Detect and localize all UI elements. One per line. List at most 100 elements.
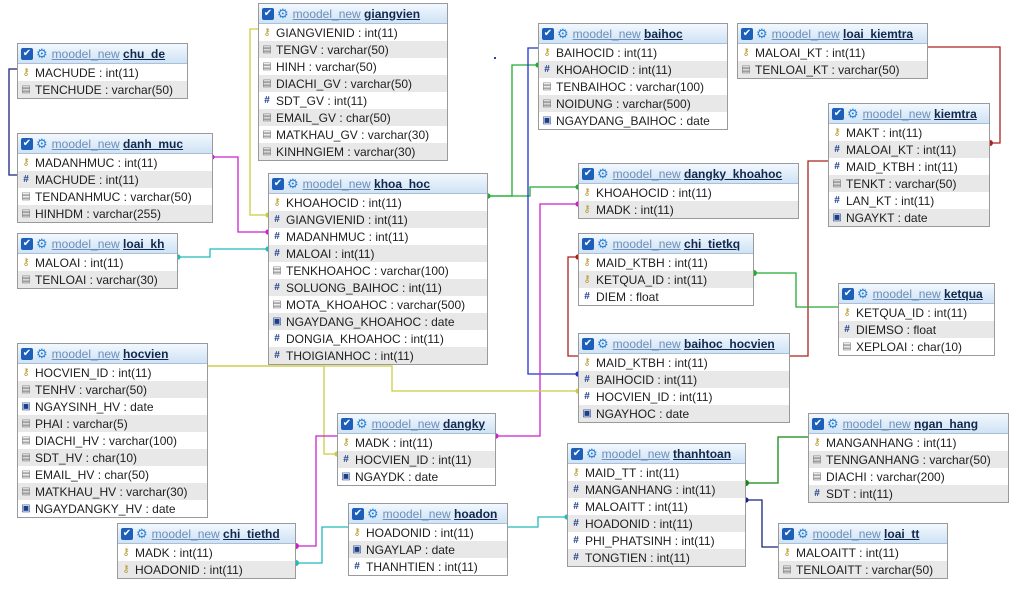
table-name[interactable]: hocvien: [123, 346, 169, 361]
gear-icon[interactable]: ⚙: [597, 235, 609, 251]
column-row[interactable]: ⚷MALOAI_KT : int(11): [738, 44, 927, 61]
select-checkbox-icon[interactable]: ✔: [842, 287, 854, 300]
gear-icon[interactable]: ⚙: [797, 525, 809, 541]
table-name[interactable]: chu_de: [123, 46, 166, 61]
table-thanhtoan[interactable]: ✔⚙moodel_new thanhtoan⚷MAID_TT : int(11)…: [567, 443, 746, 567]
column-row[interactable]: ▣NGAYDK : date: [338, 468, 495, 485]
select-checkbox-icon[interactable]: ✔: [812, 417, 824, 430]
column-row[interactable]: ▤TENCHUDE : varchar(50): [18, 81, 187, 98]
table-kiemtra[interactable]: ✔⚙moodel_new kiemtra⚷MAKT : int(11)#MALO…: [828, 103, 990, 227]
table-dangky[interactable]: ✔⚙moodel_new dangky⚷MADK : int(11)#HOCVI…: [337, 413, 496, 486]
gear-icon[interactable]: ⚙: [277, 5, 289, 21]
column-row[interactable]: ⚷HOADONID : int(11): [349, 524, 507, 541]
column-row[interactable]: ▤TENLOAI_KT : varchar(50): [738, 61, 927, 78]
table-chi-tietkq[interactable]: ✔⚙moodel_new chi_tietkq⚷MAID_KTBH : int(…: [578, 233, 754, 306]
table-name[interactable]: hoadon: [454, 506, 498, 521]
select-checkbox-icon[interactable]: ✔: [832, 107, 844, 120]
table-header[interactable]: ✔⚙moodel_new chu_de: [18, 44, 187, 64]
select-checkbox-icon[interactable]: ✔: [341, 417, 353, 430]
column-row[interactable]: ⚷KHOAHOCID : int(11): [579, 184, 798, 201]
table-ketqua[interactable]: ✔⚙moodel_new ketqua⚷KETQUA_ID : int(11)#…: [838, 283, 995, 356]
table-loai-kiemtra[interactable]: ✔⚙moodel_new loai_kiemtra⚷MALOAI_KT : in…: [737, 23, 928, 79]
column-row[interactable]: ⚷MAID_TT : int(11): [568, 464, 745, 481]
table-header[interactable]: ✔⚙moodel_new hocvien: [18, 344, 207, 364]
select-checkbox-icon[interactable]: ✔: [542, 27, 554, 40]
column-row[interactable]: #HOCVIEN_ID : int(11): [338, 451, 495, 468]
select-checkbox-icon[interactable]: ✔: [582, 237, 594, 250]
column-row[interactable]: ⚷KETQUA_ID : int(11): [579, 271, 753, 288]
gear-icon[interactable]: ⚙: [756, 25, 768, 41]
column-row[interactable]: ▤TENDANHMUC : varchar(50): [18, 188, 212, 205]
gear-icon[interactable]: ⚙: [586, 445, 598, 461]
column-row[interactable]: ⚷MAID_KTBH : int(11): [579, 254, 753, 271]
table-name[interactable]: giangvien: [364, 6, 421, 21]
table-name[interactable]: chi_tietkq: [684, 236, 741, 251]
table-header[interactable]: ✔⚙moodel_new chi_tietkq: [579, 234, 753, 254]
table-name[interactable]: loai_kiemtra: [843, 26, 914, 41]
column-row[interactable]: ⚷KHOAHOCID : int(11): [269, 194, 487, 211]
table-name[interactable]: khoa_hoc: [374, 176, 431, 191]
column-row[interactable]: ▤NOIDUNG : varchar(500): [539, 95, 727, 112]
table-dangky-khoahoc[interactable]: ✔⚙moodel_new dangky_khoahoc⚷KHOAHOCID : …: [578, 163, 799, 219]
table-name[interactable]: thanhtoan: [673, 446, 732, 461]
gear-icon[interactable]: ⚙: [597, 335, 609, 351]
table-baihoc-hocvien[interactable]: ✔⚙moodel_new baihoc_hocvien⚷MAID_KTBH : …: [578, 333, 790, 423]
gear-icon[interactable]: ⚙: [557, 25, 569, 41]
column-row[interactable]: ▤SDT_HV : char(10): [18, 449, 207, 466]
select-checkbox-icon[interactable]: ✔: [262, 7, 274, 20]
column-row[interactable]: ⚷MADK : int(11): [338, 434, 495, 451]
table-header[interactable]: ✔⚙moodel_new baihoc_hocvien: [579, 334, 789, 354]
table-header[interactable]: ✔⚙moodel_new baihoc: [539, 24, 727, 44]
column-row[interactable]: ▣NGAYDANG_BAIHOC : date: [539, 112, 727, 129]
column-row[interactable]: ▤KINHNGIEM : varchar(30): [259, 143, 447, 160]
column-row[interactable]: #KHOAHOCID : int(11): [539, 61, 727, 78]
column-row[interactable]: ⚷GIANGVIENID : int(11): [259, 24, 447, 41]
column-row[interactable]: ▤MOTA_KHOAHOC : varchar(500): [269, 296, 487, 313]
table-header[interactable]: ✔⚙moodel_new loai_tt: [779, 524, 947, 544]
table-name[interactable]: baihoc: [644, 26, 683, 41]
table-hocvien[interactable]: ✔⚙moodel_new hocvien⚷HOCVIEN_ID : int(11…: [17, 343, 208, 518]
column-row[interactable]: ▤DIACHI : varchar(200): [809, 468, 1008, 485]
table-header[interactable]: ✔⚙moodel_new khoa_hoc: [269, 174, 487, 194]
table-header[interactable]: ✔⚙moodel_new kiemtra: [829, 104, 989, 124]
gear-icon[interactable]: ⚙: [827, 415, 839, 431]
column-row[interactable]: ⚷MADK : int(11): [118, 544, 295, 561]
gear-icon[interactable]: ⚙: [287, 175, 299, 191]
column-row[interactable]: ▤EMAIL_GV : char(50): [259, 109, 447, 126]
gear-icon[interactable]: ⚙: [136, 525, 148, 541]
column-row[interactable]: ▤XEPLOAI : char(10): [839, 338, 994, 355]
column-row[interactable]: ▤HINH : varchar(50): [259, 58, 447, 75]
table-loai-tt[interactable]: ✔⚙moodel_new loai_tt⚷MALOAITT : int(11)▤…: [778, 523, 948, 579]
table-chu-de[interactable]: ✔⚙moodel_new chu_de⚷MACHUDE : int(11)▤TE…: [17, 43, 188, 99]
table-name[interactable]: ngan_hang: [914, 416, 979, 431]
table-name[interactable]: chi_tiethd: [223, 526, 280, 541]
column-row[interactable]: ▤DIACHI_HV : varchar(100): [18, 432, 207, 449]
table-header[interactable]: ✔⚙moodel_new loai_kiemtra: [738, 24, 927, 44]
column-row[interactable]: ⚷MACHUDE : int(11): [18, 64, 187, 81]
column-row[interactable]: #SOLUONG_BAIHOC : int(11): [269, 279, 487, 296]
column-row[interactable]: #MADANHMUC : int(11): [269, 228, 487, 245]
column-row[interactable]: ▤TENLOAI : varchar(30): [18, 271, 177, 288]
select-checkbox-icon[interactable]: ✔: [121, 527, 133, 540]
column-row[interactable]: ▣NGAYDANGKY_HV : date: [18, 500, 207, 517]
gear-icon[interactable]: ⚙: [36, 45, 48, 61]
column-row[interactable]: ▤PHAI : varchar(5): [18, 415, 207, 432]
column-row[interactable]: ▣NGAYLAP : date: [349, 541, 507, 558]
column-row[interactable]: #MACHUDE : int(11): [18, 171, 212, 188]
column-row[interactable]: ▤EMAIL_HV : char(50): [18, 466, 207, 483]
gear-icon[interactable]: ⚙: [36, 235, 48, 251]
select-checkbox-icon[interactable]: ✔: [571, 447, 583, 460]
column-row[interactable]: #HOCVIEN_ID : int(11): [579, 388, 789, 405]
column-row[interactable]: ⚷KETQUA_ID : int(11): [839, 304, 994, 321]
table-name[interactable]: dangky_khoahoc: [684, 166, 783, 181]
column-row[interactable]: ⚷HOADONID : int(11): [118, 561, 295, 578]
table-khoa-hoc[interactable]: ✔⚙moodel_new khoa_hoc⚷KHOAHOCID : int(11…: [268, 173, 488, 365]
column-row[interactable]: #HOADONID : int(11): [568, 515, 745, 532]
column-row[interactable]: ▤TENKHOAHOC : varchar(100): [269, 262, 487, 279]
gear-icon[interactable]: ⚙: [36, 135, 48, 151]
table-header[interactable]: ✔⚙moodel_new danh_muc: [18, 134, 212, 154]
select-checkbox-icon[interactable]: ✔: [21, 47, 33, 60]
column-row[interactable]: #PHI_PHATSINH : int(11): [568, 532, 745, 549]
table-name[interactable]: dangky: [443, 416, 486, 431]
table-header[interactable]: ✔⚙moodel_new chi_tiethd: [118, 524, 295, 544]
